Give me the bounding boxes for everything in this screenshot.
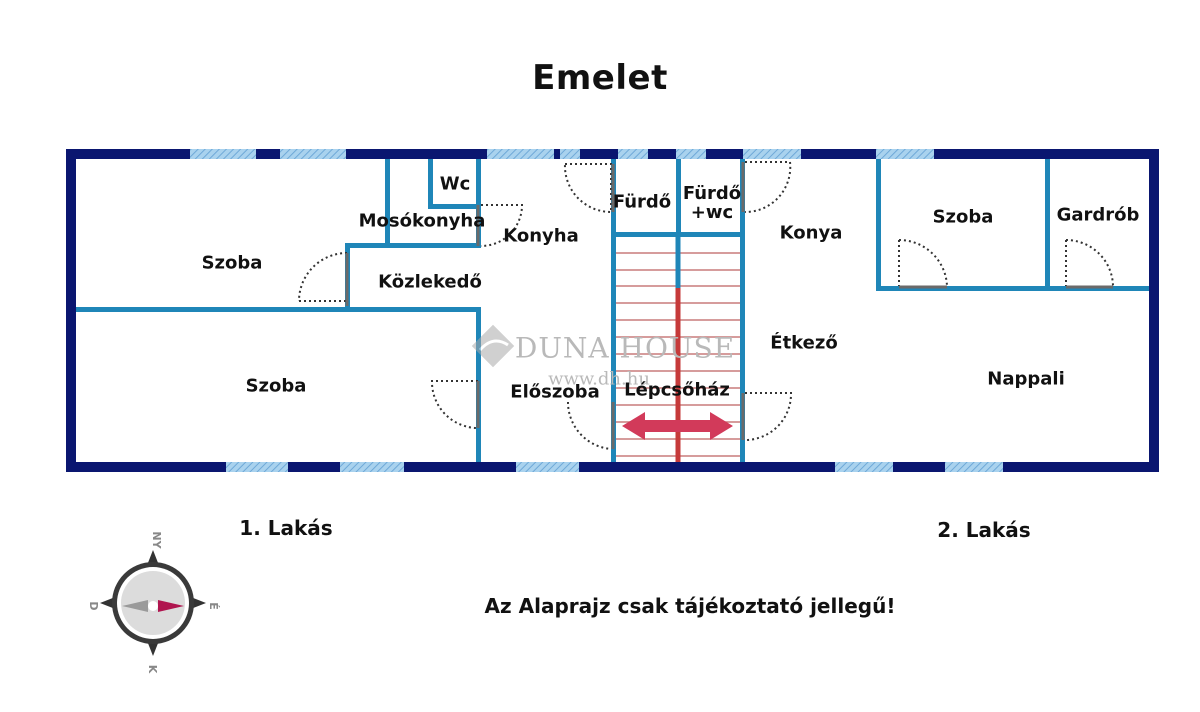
window	[618, 149, 648, 159]
inner-wall	[428, 159, 433, 209]
apartment-2-label: 2. Lakás	[937, 518, 1031, 542]
window	[516, 462, 579, 472]
compass-icon: NY É K D	[87, 531, 220, 674]
inner-wall	[740, 159, 745, 462]
inner-wall	[1045, 159, 1050, 291]
outer-wall-left	[66, 149, 76, 472]
compass-north-label: NY	[150, 531, 163, 549]
window	[280, 149, 346, 159]
windows	[190, 149, 1003, 472]
inner-wall	[676, 159, 681, 237]
room-label-furdo: Fürdő	[612, 191, 672, 213]
room-label-wc: Wc	[439, 173, 471, 195]
room-label-eloszoba: Előszoba	[510, 381, 600, 403]
room-label-kozlekedo: Közlekedő	[378, 271, 482, 293]
inner-wall	[476, 159, 481, 247]
window	[560, 149, 580, 159]
stair-direction-arrow	[622, 412, 733, 440]
window	[945, 462, 1003, 472]
door-swing	[480, 204, 524, 247]
door-swings	[298, 161, 1114, 450]
door-leaves	[345, 162, 1113, 449]
room-label-lepcsohaz: Lépcsőház	[624, 379, 730, 401]
door-swing	[298, 252, 348, 302]
outer-wall-right	[1149, 149, 1159, 472]
compass-south-label: K	[146, 665, 159, 674]
door-swing	[744, 392, 793, 441]
window	[340, 462, 404, 472]
room-label-konya: Konya	[779, 222, 843, 244]
door-swing	[563, 163, 612, 214]
inner-wall	[876, 286, 1149, 291]
window	[487, 149, 554, 159]
watermark-brand: DUNA HOUSE	[514, 331, 736, 365]
watermark-logo-icon	[471, 324, 515, 368]
inner-wall	[76, 307, 481, 312]
floor-title: Emelet	[532, 58, 668, 98]
window	[743, 149, 801, 159]
door-swing	[744, 161, 792, 214]
inner-wall	[345, 243, 481, 248]
window	[835, 462, 893, 472]
inner-wall	[428, 204, 481, 209]
compass-needle-west	[122, 600, 148, 612]
window	[190, 149, 256, 159]
room-label-szoba: Szoba	[245, 375, 307, 397]
room-label-konyha: Konyha	[503, 225, 579, 247]
watermark-url: www.dh.hu	[548, 368, 650, 390]
room-label-szoba: Szoba	[201, 252, 263, 274]
compass-needle-east	[158, 600, 184, 612]
window	[876, 149, 934, 159]
apartment-1-label: 1. Lakás	[239, 516, 333, 540]
room-label-gardrob: Gardrób	[1056, 204, 1140, 226]
staircase	[616, 237, 740, 462]
inner-wall	[611, 159, 616, 462]
room-label-nappali: Nappali	[987, 368, 1065, 390]
window	[676, 149, 706, 159]
door-swing	[566, 401, 612, 450]
room-label-furdo-wc: Fürdő +wc	[682, 183, 742, 223]
inner-wall	[876, 159, 881, 291]
inner-wall	[385, 159, 390, 247]
door-swing	[430, 380, 479, 429]
window	[226, 462, 288, 472]
room-label-mosokonyha: Mosókonyha	[358, 210, 486, 232]
outer-walls	[66, 149, 1159, 472]
door-swing	[898, 238, 948, 287]
compass-east-label: É	[207, 602, 220, 610]
room-label-szoba: Szoba	[932, 206, 994, 228]
outer-wall-bottom	[66, 462, 1159, 472]
door-swing	[1065, 239, 1114, 287]
room-label-etkezo: Étkező	[770, 332, 838, 354]
outer-wall-top	[66, 149, 1159, 159]
disclaimer: Az Alaprajz csak tájékoztató jellegű!	[484, 594, 896, 618]
compass-west-label: D	[87, 601, 100, 610]
inner-wall	[611, 232, 745, 237]
